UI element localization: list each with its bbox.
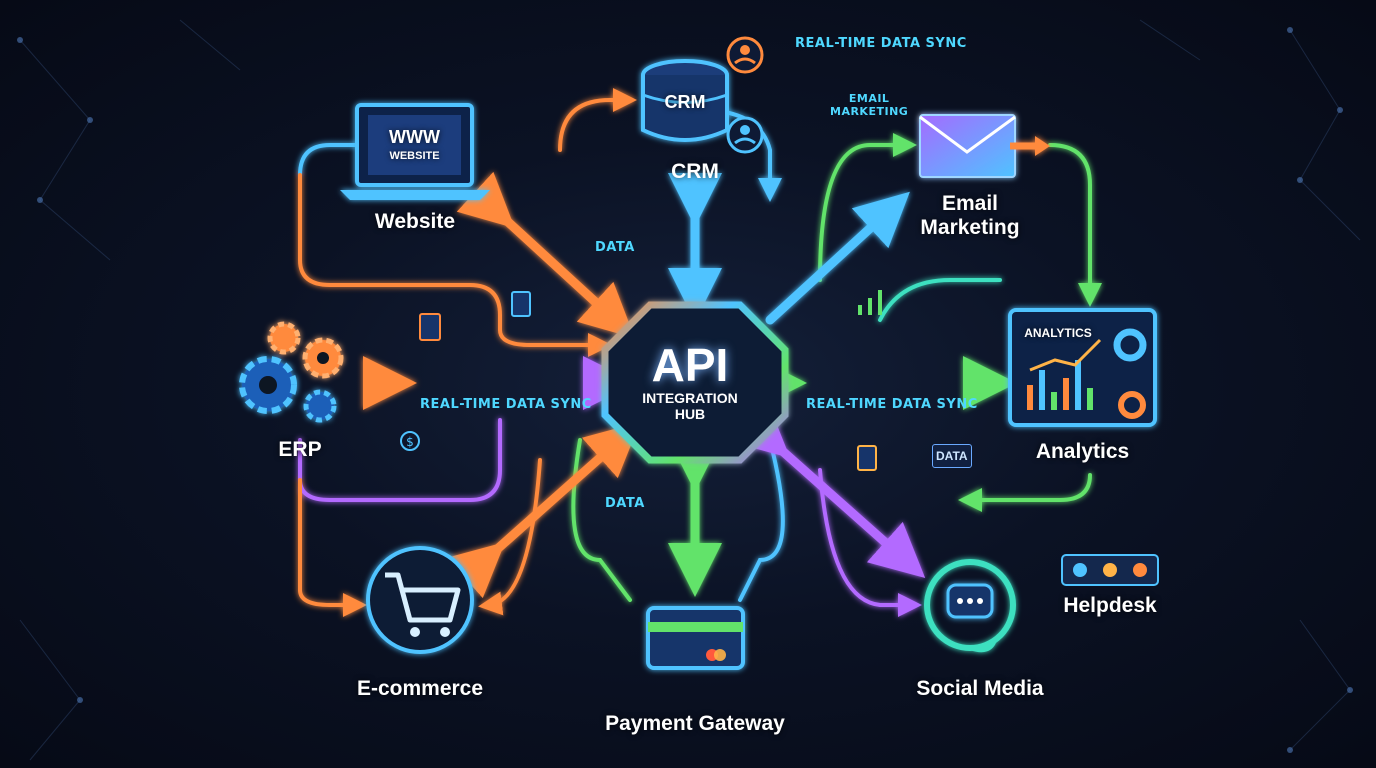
hub-subtitle-line-2: HUB: [674, 406, 706, 422]
website-icon-text: WEBSITE: [389, 150, 440, 162]
payment-gateway-label: Payment Gateway: [605, 712, 785, 735]
data-label-lower: DATA: [605, 496, 645, 511]
crm-label: CRM: [671, 160, 719, 183]
sync-label-right: REAL-TIME DATA SYNC: [806, 397, 978, 412]
chart-icon: [1008, 308, 1157, 427]
website-icon-www: WWW: [389, 127, 440, 147]
envelope-icon: [919, 114, 1050, 178]
helpdesk-label: Helpdesk: [1063, 594, 1157, 617]
dollar-icon: $: [400, 431, 420, 451]
sync-label-top: REAL-TIME DATA SYNC: [795, 36, 967, 51]
api-hub: [601, 301, 789, 464]
cart-icon: [366, 546, 474, 654]
data-document-badge: DATA: [932, 444, 972, 468]
user-icon: [726, 36, 764, 154]
email-label: Email Marketing: [900, 192, 1040, 240]
mini-bar-chart: [858, 290, 882, 315]
hub-subtitle-line-1: INTEGRATION: [642, 390, 738, 406]
email-label-line-2: Marketing: [920, 216, 1020, 239]
svg-text:$: $: [406, 435, 414, 449]
background-dots: [17, 27, 1353, 753]
email-marketing-tag: EMAIL MARKETING: [830, 92, 908, 118]
erp-label: ERP: [278, 438, 322, 461]
laptop-icon: [340, 103, 490, 200]
hub-title: API: [651, 339, 729, 391]
social-media-label: Social Media: [916, 677, 1044, 700]
analytics-label: Analytics: [1035, 440, 1130, 463]
database-icon: [641, 59, 729, 142]
headset-icon: [924, 559, 1016, 653]
email-label-line-1: Email: [941, 192, 999, 215]
website-label: Website: [374, 210, 456, 233]
hub-spokes: [363, 171, 1017, 599]
data-label-upper: DATA: [595, 240, 635, 255]
document-icon: [419, 291, 877, 471]
analytics-panel-title: ANALYTICS: [1024, 326, 1092, 340]
hub-subtitle: INTEGRATION HUB: [610, 390, 770, 422]
credit-card-icon: [646, 606, 745, 670]
email-marketing-tag-line-2: MARKETING: [830, 105, 909, 118]
email-marketing-tag-line-1: EMAIL: [848, 92, 890, 105]
helpdesk-icons: [1061, 554, 1159, 586]
crm-db-text: CRM: [664, 92, 706, 112]
gear-icon: [239, 321, 344, 423]
sync-label-left: REAL-TIME DATA SYNC: [420, 397, 592, 412]
ecommerce-label: E-commerce: [356, 677, 484, 700]
